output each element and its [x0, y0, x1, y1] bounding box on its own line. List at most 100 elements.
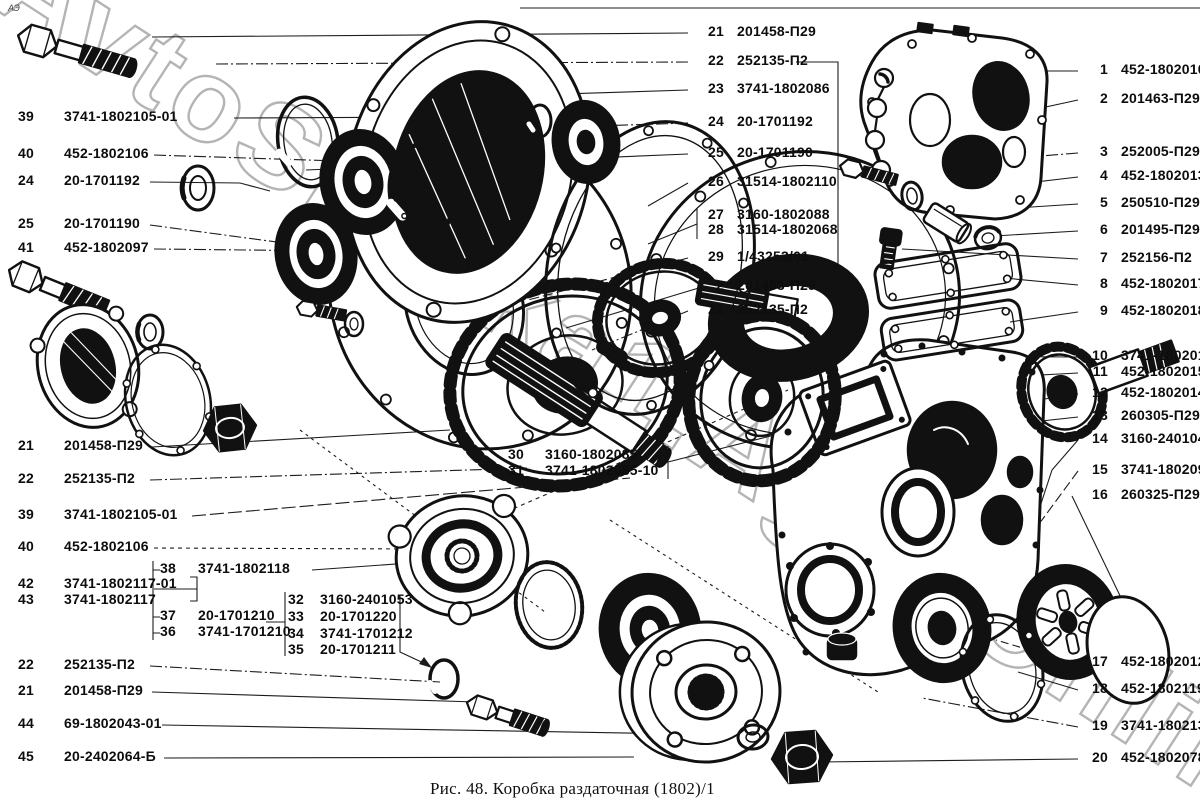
callout-part-number: 201495-П29 [1121, 221, 1200, 237]
washer-small-mid [343, 310, 365, 338]
callout-part-number: 20-1701190 [64, 215, 140, 231]
callout-number: 38 [160, 560, 176, 576]
bolt-top-left [16, 23, 138, 78]
callout-row: 39 3741-1802105-01 [18, 506, 178, 522]
washer-front-cover [900, 180, 924, 212]
callout-part-number: 452-1802119 [1121, 680, 1200, 696]
callout-row: 35 20-1701211 [288, 641, 396, 657]
callout-number: 41 [18, 239, 34, 255]
oil-seal [892, 572, 992, 684]
o-ring [513, 560, 585, 650]
callout-part-number: 452-1802015 [1121, 363, 1200, 379]
callout-number: 2 [716, 277, 724, 293]
callout-number: 21 [18, 682, 34, 698]
callout-row: 31 3741-1802085-10 [508, 462, 659, 478]
callout-part-number: 3741-1802117 [64, 591, 156, 607]
callout-number: 33 [288, 608, 304, 624]
flange-nut [770, 729, 834, 785]
callout-part-number: 3741-1802092 [1121, 461, 1200, 477]
callout-number: 21 [18, 437, 34, 453]
callout-part-number: 252005-П29 [1121, 143, 1200, 159]
callout-number: 31 [508, 462, 524, 478]
cup-plug [1085, 595, 1171, 705]
snap-ring-bottom [427, 658, 460, 700]
callout-part-number: 3741-1802105-01 [64, 108, 178, 124]
callout-part-number: 20-1701211 [320, 641, 396, 657]
callout-number: 30 [508, 446, 524, 462]
callout-part-number: 452-1802014 [1121, 384, 1200, 400]
splined-shaft [485, 333, 672, 468]
callout-part-number: 3741-1802130 [1121, 717, 1200, 733]
callout-part-number: 452-1802106 [64, 538, 149, 554]
callout-number: 6 [1100, 221, 1108, 237]
callout-part-number: 452-1802010 [1121, 61, 1200, 77]
callout-number: 22 [18, 656, 34, 672]
callout-row: 40 452-1802106 [18, 538, 149, 554]
callout-number: 16 [1092, 486, 1108, 502]
callout-number: 44 [18, 715, 34, 731]
callout-row: 6 201495-П29 [1080, 221, 1200, 237]
callout-number: 39 [18, 506, 34, 522]
figure-caption: Рис. 48. Коробка раздаточная (1802)/1 [430, 779, 715, 798]
lock-washer-top [179, 164, 216, 212]
bolt-front-cover [838, 158, 899, 186]
callout-number: 23 [708, 80, 724, 96]
callout-part-number: 201458-П29 [737, 23, 817, 39]
callout-number: 25 [18, 215, 34, 231]
callout-number: 18 [1092, 680, 1108, 696]
plug-bolt [879, 227, 903, 271]
parts-drawing [7, 20, 1180, 785]
callout-part-number: 452-1802013 [1121, 167, 1200, 183]
callout-part-number: 201458-П29 [64, 682, 144, 698]
callout-part-number: 250510-П29 [1121, 194, 1200, 210]
callout-number: 2 [1100, 90, 1108, 106]
callout-part-number: 3741-1802085-10 [545, 462, 659, 478]
plug-small [973, 225, 1003, 251]
callout-part-number: 3741-1802086 [737, 80, 830, 96]
callout-row: 22 252135-П2 [692, 52, 809, 68]
callout-number: 24 [708, 113, 724, 129]
callout-number: 36 [160, 623, 176, 639]
callout-part-number: 252135-П2 [737, 52, 809, 68]
callout-part-number: 20-1701190 [737, 144, 813, 160]
bearing-cover-bottom [387, 493, 530, 626]
callout-number: 4 [1100, 167, 1108, 183]
callout-number: 39 [18, 108, 34, 124]
oil-plug [826, 632, 858, 661]
callout-row: 18 452-1802119 [1080, 680, 1200, 696]
callout-part-number: 20-2402064-Б [64, 748, 156, 764]
callout-part-number: 3160-1802085 [545, 446, 638, 462]
callout-number: 22 [708, 52, 724, 68]
callout-part-number: 3741-1802105-01 [64, 506, 178, 522]
callout-part-number: 252156-П2 [1121, 249, 1193, 265]
callout-number: 9 [1100, 302, 1108, 318]
callout-number: 7 [1100, 249, 1108, 265]
callout-row: 23 3741-1802086 [692, 80, 830, 96]
callout-number: 45 [18, 748, 34, 764]
callout-number: 40 [18, 538, 34, 554]
ball-bearing-a [319, 129, 407, 235]
callout-part-number: 20-1701192 [64, 172, 140, 188]
callout-number: 35 [288, 641, 304, 657]
callout-number: 27 [708, 206, 724, 222]
